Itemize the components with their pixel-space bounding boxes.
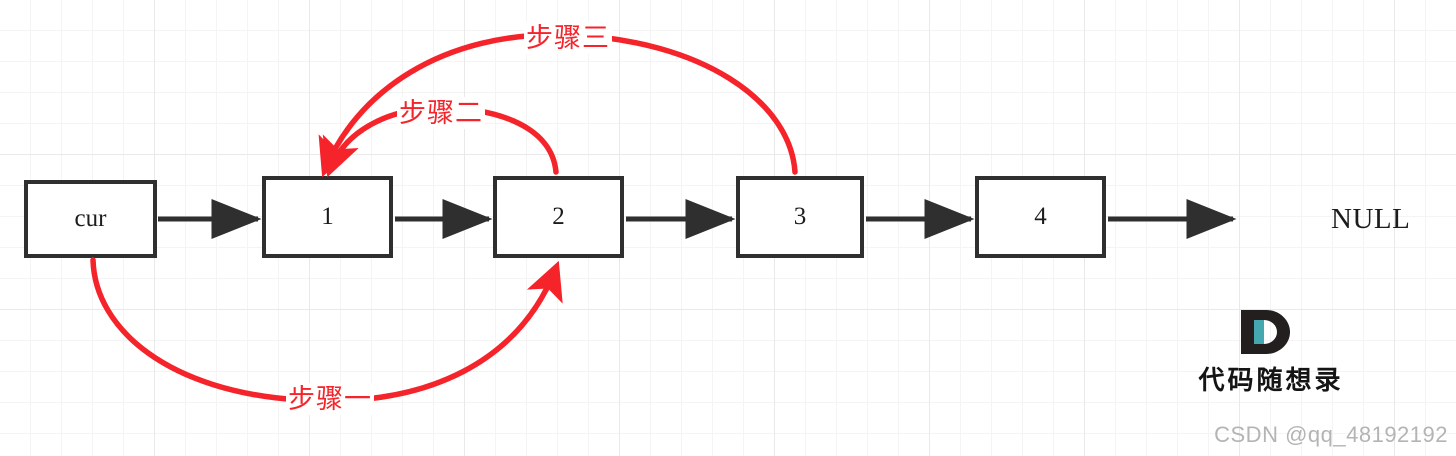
list-node-2[interactable]: 2	[493, 176, 624, 258]
csdn-watermark: CSDN @qq_48192192	[1214, 422, 1448, 447]
null-terminator-label: NULL	[1331, 203, 1411, 235]
list-node-3[interactable]: 3	[736, 176, 864, 258]
step-two-label: 步骤二	[397, 97, 485, 129]
logo-brand-text: 代码随想录	[1198, 366, 1344, 395]
step-one-arrow	[90, 257, 563, 404]
node-label: 2	[552, 203, 565, 230]
step-three-label: 步骤三	[524, 22, 612, 54]
node-label: cur	[74, 205, 107, 232]
node-label: 1	[321, 203, 334, 230]
list-node-cur[interactable]: cur	[24, 180, 157, 258]
step-one-label: 步骤一	[286, 383, 374, 415]
node-label: 3	[793, 203, 807, 230]
node-label: 4	[1034, 203, 1047, 230]
logo-d-icon	[1186, 306, 1356, 358]
list-node-1[interactable]: 1	[262, 176, 393, 258]
brand-logo: 代码随想录	[1186, 306, 1356, 402]
step-three-arrow	[318, 32, 798, 178]
list-node-4[interactable]: 4	[975, 176, 1106, 258]
